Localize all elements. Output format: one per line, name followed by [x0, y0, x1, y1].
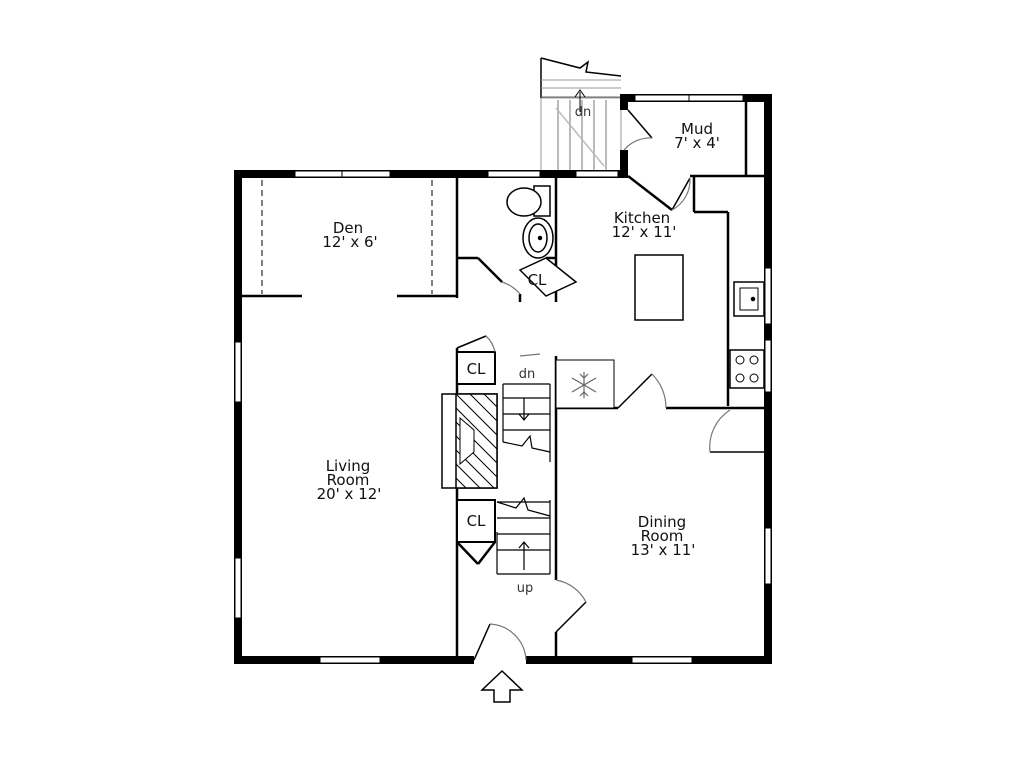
kitchen-fixtures	[634, 254, 765, 389]
main-stairs	[496, 383, 551, 575]
kitchen-name: Kitchen	[614, 209, 670, 227]
fireplace	[441, 393, 498, 489]
dining-name-line2: Room	[641, 527, 684, 545]
exterior-walls	[234, 94, 772, 664]
bath-fixtures	[506, 185, 554, 259]
rear-stair	[540, 57, 622, 173]
main-stair-dn-label: dn	[519, 367, 536, 382]
hall-closet-upper-label: CL	[467, 360, 486, 378]
labels: Den 12' x 6' Kitchen 12' x 11' Mud 7' x …	[317, 105, 720, 596]
rear-stair-dn-label: dn	[575, 105, 592, 120]
hall-closet-lower-label: CL	[467, 512, 486, 530]
mud-size: 7' x 4'	[674, 134, 720, 152]
living-size: 20' x 12'	[317, 485, 382, 503]
interior-walls	[242, 102, 766, 656]
main-stair-up-label: up	[517, 581, 534, 596]
dining-name-line1: Dining	[638, 513, 686, 531]
den-dashed-lines	[261, 180, 433, 294]
bath-closet-label: CL	[528, 271, 547, 289]
den-name: Den	[333, 219, 363, 237]
dining-size: 13' x 11'	[631, 541, 696, 559]
kitchen-size: 12' x 11'	[612, 223, 677, 241]
den-size: 12' x 6'	[322, 233, 377, 251]
living-name-line2: Room	[327, 471, 370, 489]
entry-arrow-icon	[480, 669, 524, 703]
snowflake-icon	[571, 372, 597, 398]
windows	[234, 94, 772, 664]
door-swings	[456, 109, 766, 661]
mud-name: Mud	[681, 120, 713, 138]
living-name-line1: Living	[326, 457, 371, 475]
